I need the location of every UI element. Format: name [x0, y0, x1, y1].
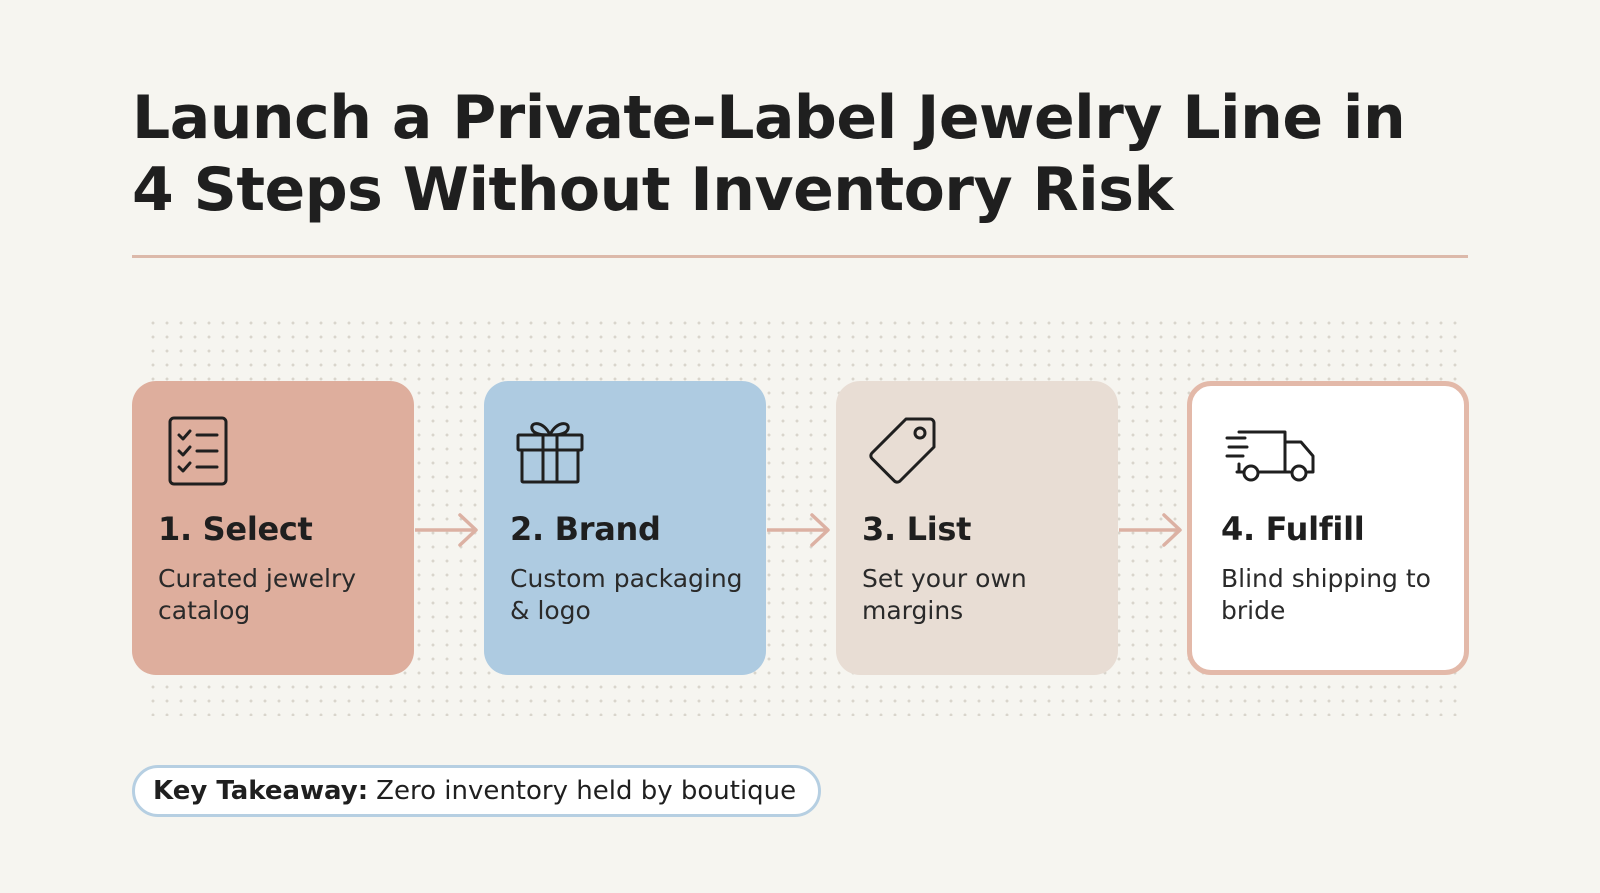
step-title: 1. Select — [158, 510, 313, 548]
step-card-select: 1. Select Curated jewelry catalog — [132, 381, 414, 675]
delivery-truck-icon — [1225, 420, 1321, 492]
step-description: Blind shipping to bride — [1221, 564, 1431, 625]
step-description: Set your own margins — [862, 564, 1027, 625]
takeaway-text: Zero inventory held by boutique — [376, 776, 797, 806]
gift-icon — [514, 415, 586, 487]
step-card-fulfill: 4. Fulfill Blind shipping to bride — [1187, 381, 1469, 675]
step-title: 3. List — [862, 510, 972, 548]
step-card-list: 3. List Set your own margins — [836, 381, 1118, 675]
title-line-1: Launch a Private-Label Jewelry Line in — [132, 83, 1406, 153]
arrow-right-icon — [415, 510, 481, 550]
takeaway-label: Key Takeaway: — [153, 776, 369, 806]
key-takeaway-badge: Key Takeaway: Zero inventory held by bou… — [132, 765, 822, 817]
page-title: Launch a Private-Label Jewelry Line in 4… — [132, 82, 1472, 226]
step-title: 2. Brand — [510, 510, 661, 548]
checklist-icon — [162, 415, 234, 487]
arrow-right-icon — [1119, 510, 1185, 550]
step-description: Custom packaging & logo — [510, 564, 743, 625]
step-title: 4. Fulfill — [1221, 510, 1365, 548]
arrow-right-icon — [767, 510, 833, 550]
step-description: Curated jewelry catalog — [158, 564, 357, 625]
title-divider — [132, 255, 1468, 258]
title-line-2: 4 Steps Without Inventory Risk — [132, 155, 1173, 225]
price-tag-icon — [866, 415, 938, 487]
step-card-brand: 2. Brand Custom packaging & logo — [484, 381, 766, 675]
